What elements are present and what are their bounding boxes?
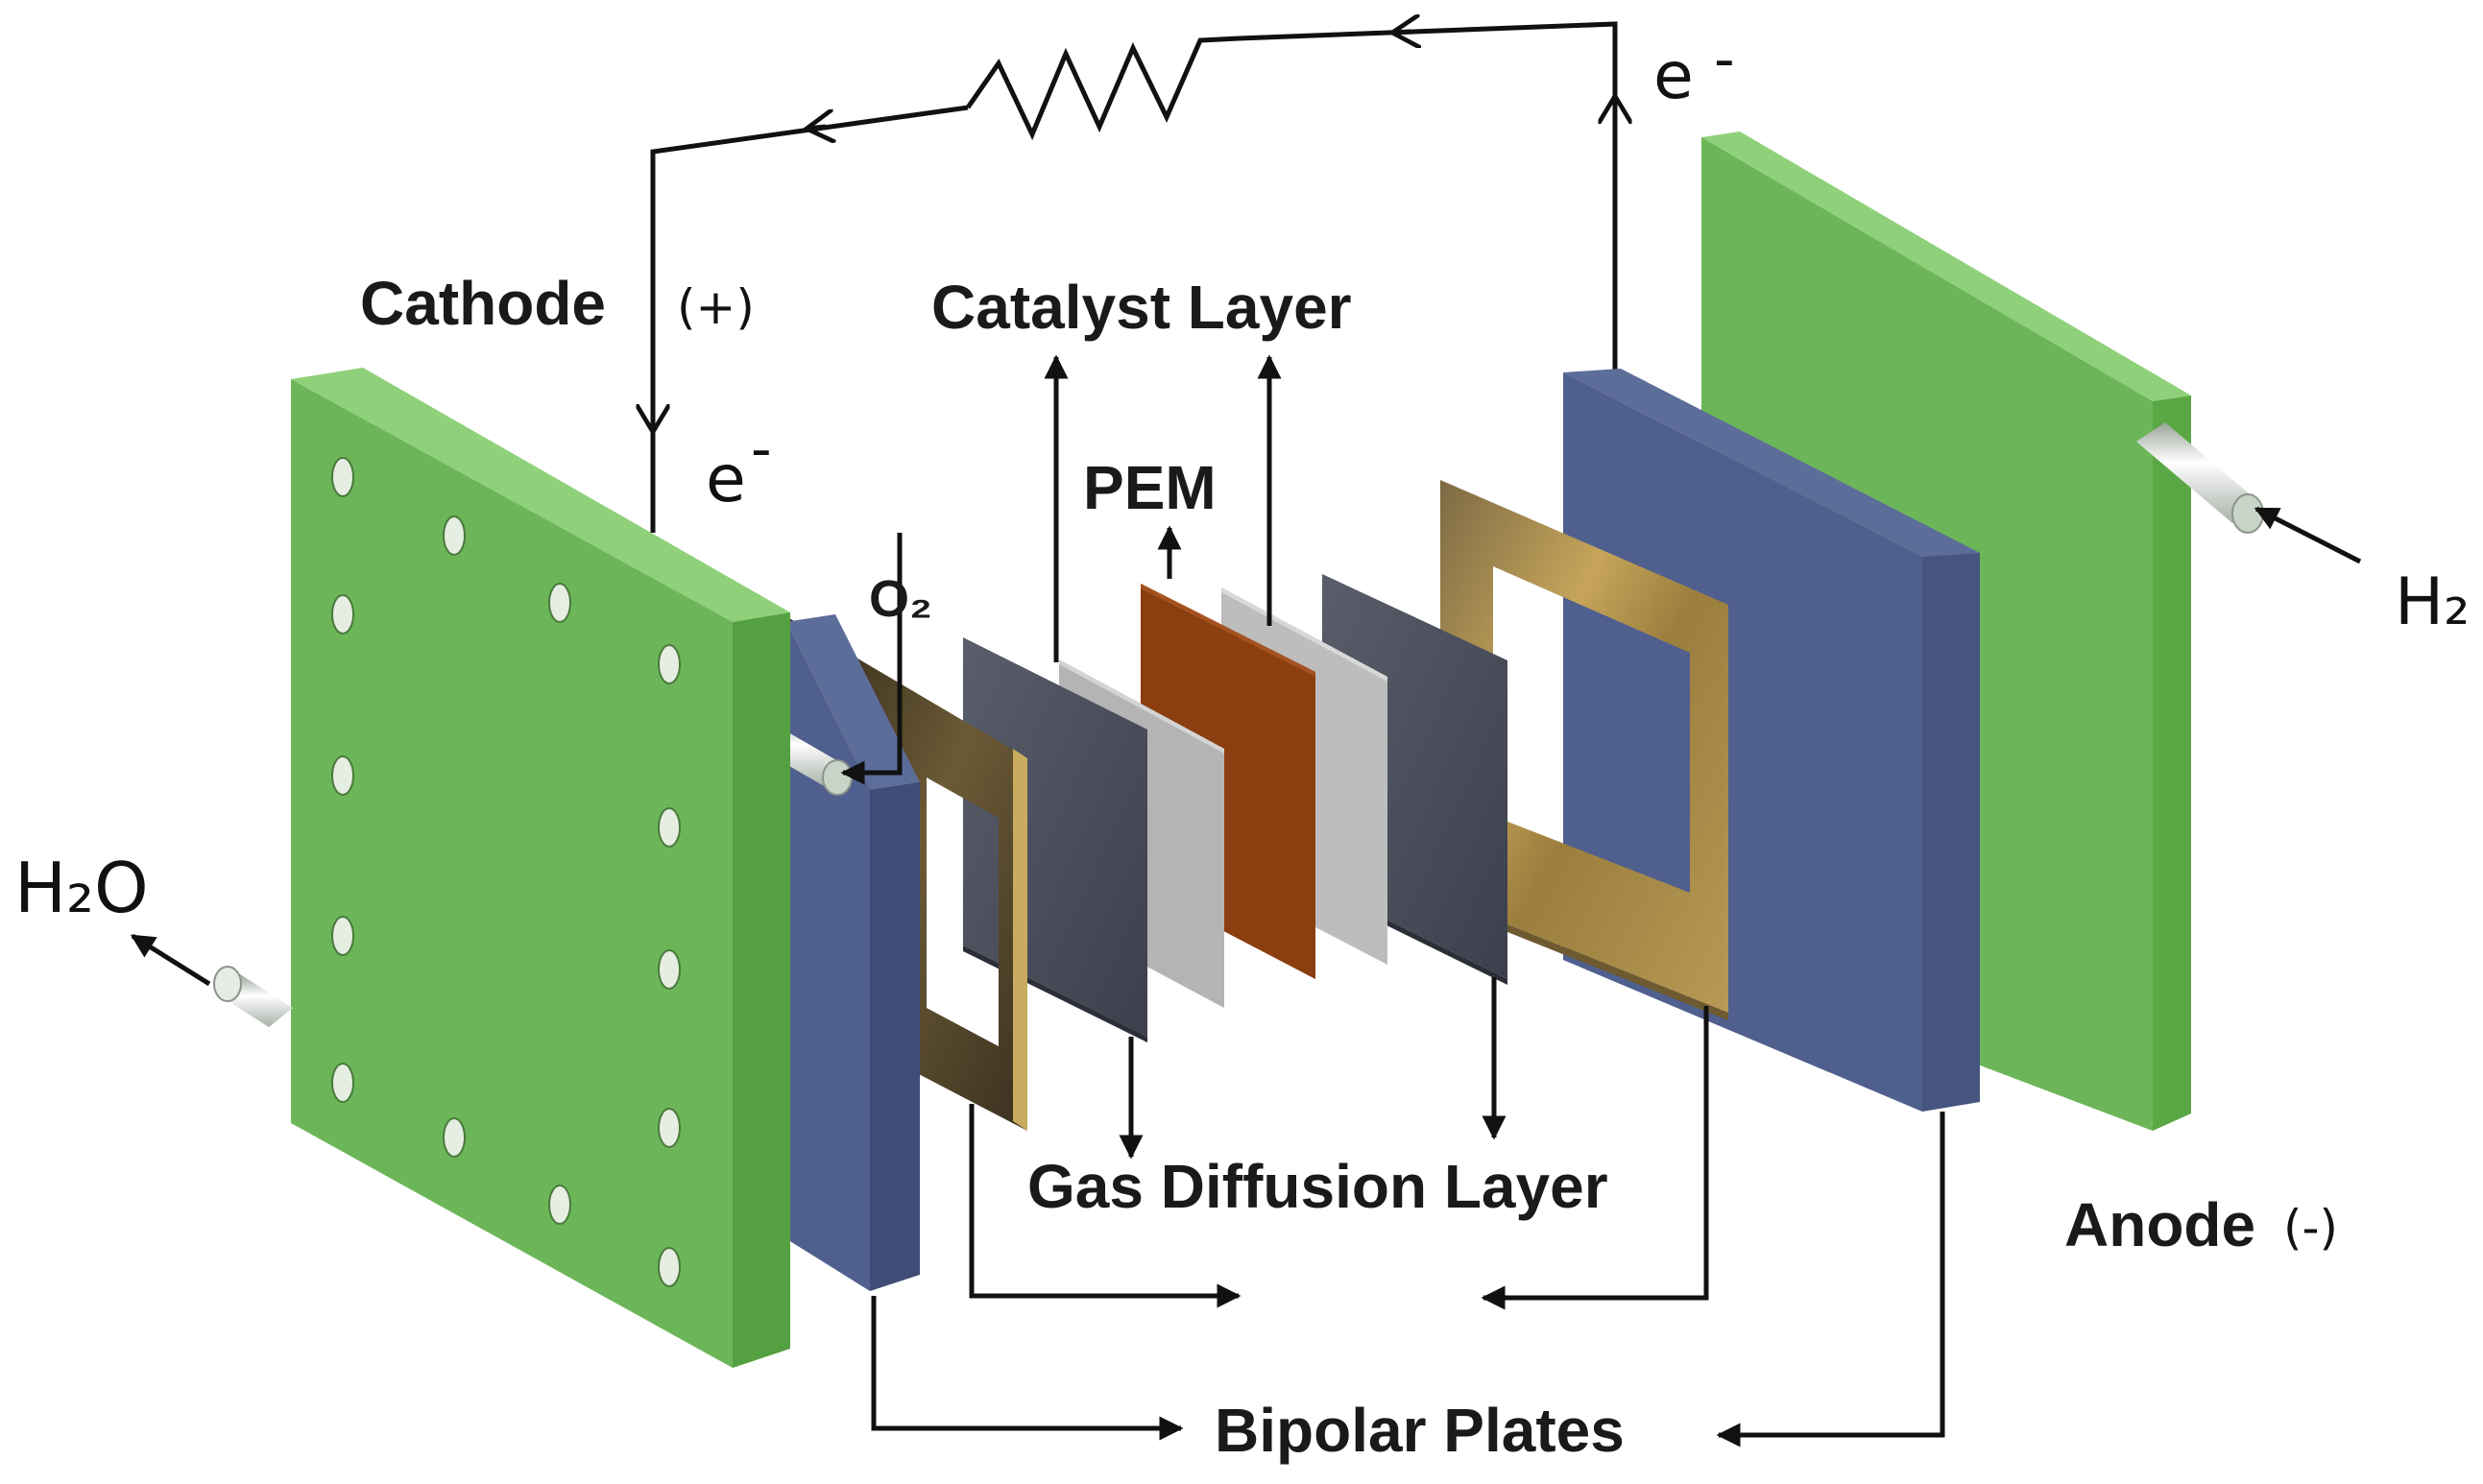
anode-label: Anode [2064,1190,2255,1259]
electron-left-charge: - [751,416,772,483]
cathode-end-plate [291,368,790,1368]
anode-gasket [1440,480,1728,1020]
anode-sign-label: (-) [2283,1200,2338,1256]
hydrogen-label: H₂ [2395,564,2470,640]
catalyst-layer-label: Catalyst Layer [931,273,1352,342]
water-outlet-pipe [213,966,293,1027]
bolt-holes [331,457,681,1287]
gas-diffusion-layer-label: Gas Diffusion Layer [1027,1152,1608,1221]
leader-lines [130,354,2362,1448]
water-label: H₂O [14,848,149,928]
labels: Cathode (+) Catalyst Layer PEM Gas Diffu… [14,26,2470,1465]
external-circuit [653,24,1615,533]
resistor-icon [965,36,1240,141]
pem-label: PEM [1083,453,1217,522]
bipolar-plates-label: Bipolar Plates [1215,1396,1625,1465]
electron-right-label: e [1653,38,1694,114]
oxygen-label: O₂ [869,570,932,628]
electron-right-charge: - [1714,26,1735,93]
cathode-sign-label: (+) [677,279,755,335]
cathode-label: Cathode [360,269,606,338]
electron-left-label: e [706,442,746,517]
